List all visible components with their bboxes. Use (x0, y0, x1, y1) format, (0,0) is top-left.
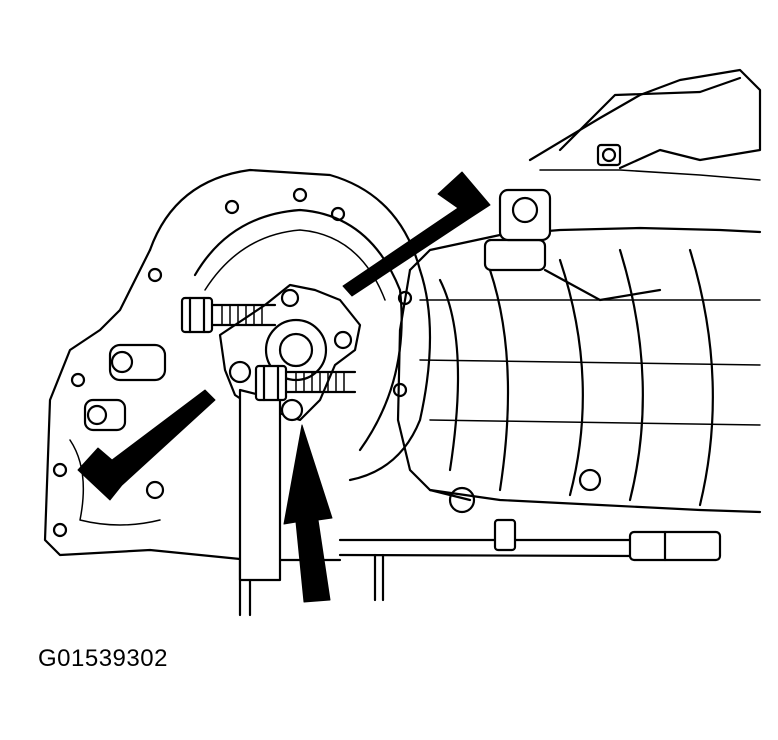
arrow-icon (342, 171, 491, 297)
figure-id-label: G01539302 (38, 645, 168, 672)
bell-housing (43, 168, 432, 617)
upper-bolt (180, 296, 277, 334)
lower-bolt (254, 364, 357, 402)
arrow-icon (283, 424, 333, 603)
transmission-case (338, 68, 762, 562)
callout-arrows (77, 171, 491, 603)
arrow-icon (77, 389, 216, 501)
puller-tool (180, 283, 362, 582)
